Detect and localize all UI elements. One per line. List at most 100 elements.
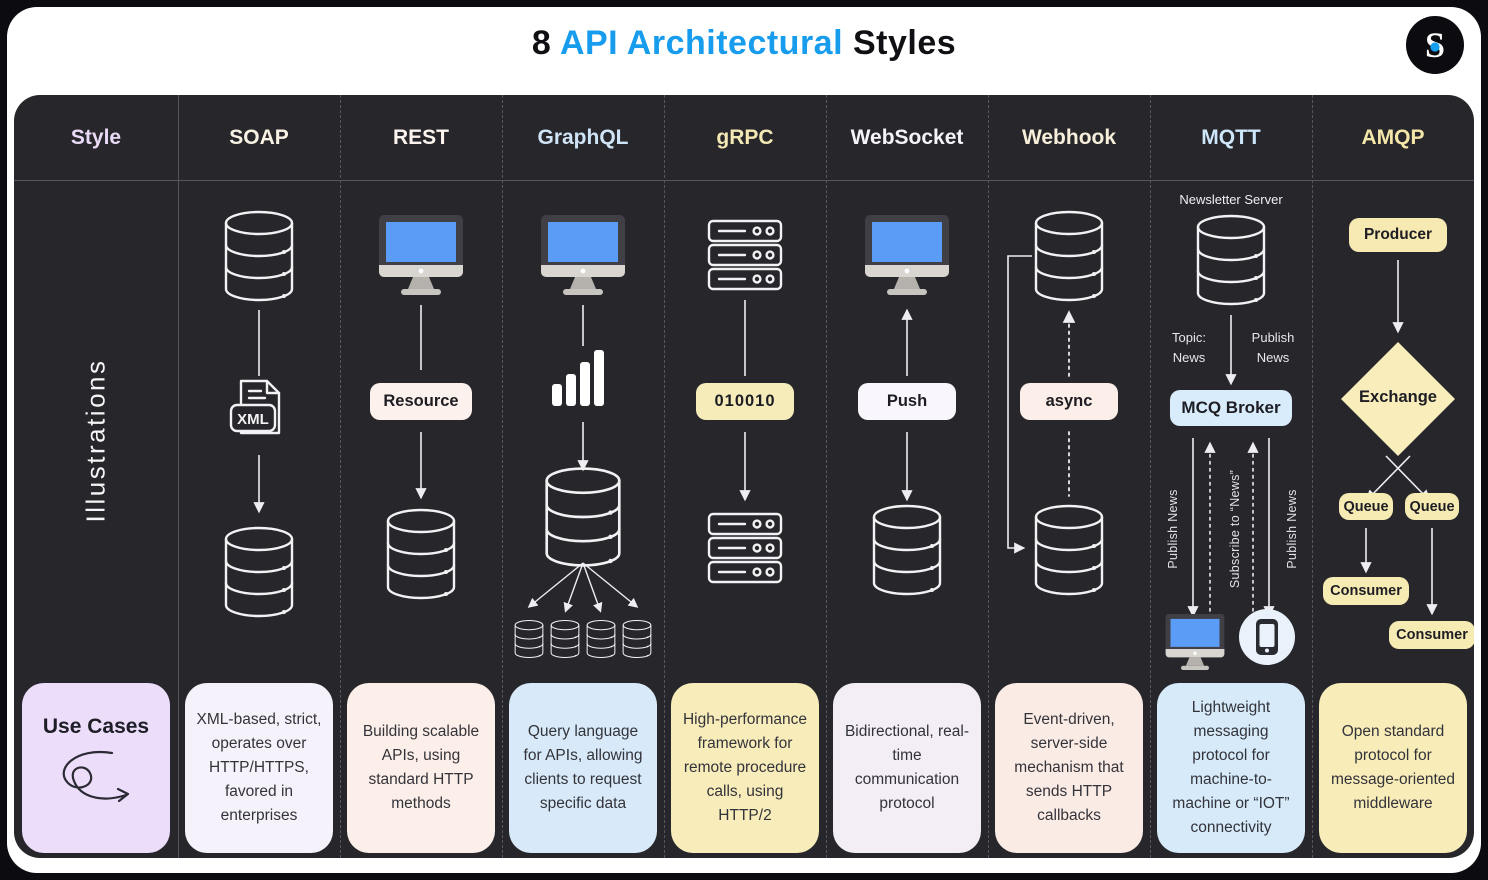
queue-right-pill: Queue (1405, 493, 1459, 520)
amqp-illustration: Producer Exchange Queue Queue Consumer C… (1312, 180, 1474, 683)
websocket-use-case-text: Bidirectional, real-time communication p… (844, 722, 970, 813)
graphql-use-case-card: Query language for APIs, allowing client… (509, 683, 657, 853)
illustrations-row-label: Illustrations (80, 358, 111, 522)
bar-chart-icon (552, 350, 604, 406)
phone-icon (1239, 609, 1295, 665)
divider-6 (1150, 95, 1151, 858)
subscribe-news-label: Subscribe to “News” (1228, 469, 1242, 589)
amqp-use-case-card: Open standard protocol for message-orien… (1319, 683, 1467, 853)
divider-7 (1312, 95, 1313, 858)
mqtt-use-case-text: Lightweight messaging protocol for machi… (1172, 698, 1290, 837)
header-soap: SOAP (229, 125, 289, 149)
publish-news-right-label: Publish News (1285, 489, 1299, 569)
mcq-broker-pill: MCQ Broker (1170, 390, 1292, 426)
header-rest: REST (392, 125, 449, 149)
brand-logo-icon: S (1406, 16, 1464, 74)
soap-illustration: XML (178, 180, 340, 683)
websocket-illustration: Push (826, 180, 988, 683)
topic-line1: Topic: (1172, 330, 1206, 345)
grpc-illustration: 010010 (664, 180, 826, 683)
database-icon (545, 467, 621, 567)
divider-style (178, 95, 179, 858)
monitor-icon (541, 215, 625, 295)
database-icon (224, 526, 294, 618)
database-icon (1196, 214, 1266, 306)
use-cases-label-card: Use Cases (22, 683, 170, 853)
amqp-diagram (1341, 260, 1455, 616)
monitor-icon (1165, 614, 1225, 670)
consumer-right-pill: Consumer (1389, 621, 1474, 649)
squiggle-arrow-icon (62, 750, 130, 803)
monitor-icon (379, 215, 463, 295)
server-icon (707, 512, 783, 584)
database-icon-small (586, 620, 616, 658)
topic-line2: News (1172, 349, 1206, 365)
webhook-illustration: async (988, 180, 1150, 683)
grpc-diagram (707, 219, 783, 584)
push-pill: Push (858, 383, 956, 420)
header-mqtt: MQTT (1201, 125, 1261, 149)
divider-5 (988, 95, 989, 858)
soap-use-case-text: XML-based, strict, operates over HTTP/HT… (196, 710, 322, 825)
webhook-use-case-text: Event-driven, server-side mechanism that… (1014, 710, 1124, 825)
consumer-left-pill: Consumer (1323, 577, 1409, 605)
amqp-use-case-text: Open standard protocol for message-orien… (1330, 722, 1456, 813)
rest-diagram (379, 215, 463, 600)
soap-use-case-card: XML-based, strict, operates over HTTP/HT… (185, 683, 333, 853)
header-websocket: WebSocket (850, 125, 964, 149)
styles-table: Style SOAP REST GraphQL gRPC WebSocket W… (14, 95, 1474, 858)
divider-1 (340, 95, 341, 858)
websocket-use-case-card: Bidirectional, real-time communication p… (833, 683, 981, 853)
webhook-diagram (1007, 210, 1104, 596)
exchange-label: Exchange (1359, 388, 1437, 406)
webhook-use-case-card: Event-driven, server-side mechanism that… (995, 683, 1143, 853)
header-amqp: AMQP (1361, 125, 1425, 149)
resource-pill: Resource (370, 383, 472, 420)
graphql-illustration (502, 180, 664, 683)
server-icon (707, 219, 783, 291)
database-icon-small (514, 620, 544, 658)
database-icon-small (622, 620, 652, 658)
header-style: Style (70, 125, 122, 149)
use-cases-label: Use Cases (42, 715, 150, 738)
database-icon (872, 504, 942, 596)
header-webhook: Webhook (1021, 125, 1117, 149)
publish-label: Publish News (1244, 328, 1302, 367)
header-graphql: GraphQL (537, 125, 629, 149)
publish-news-left-label: Publish News (1166, 489, 1180, 569)
mqtt-use-case-card: Lightweight messaging protocol for machi… (1157, 683, 1305, 853)
title-suffix: Styles (843, 24, 957, 62)
divider-2 (502, 95, 503, 858)
database-icon (1034, 210, 1104, 302)
divider-3 (664, 95, 665, 858)
header-grpc: gRPC (716, 125, 774, 149)
exchange-diamond (1341, 342, 1455, 456)
newsletter-server-label: Newsletter Server (1179, 192, 1283, 207)
illustrations-row-label-wrap: Illustrations (14, 275, 178, 605)
title-highlight: API Architectural (559, 24, 844, 62)
database-icon (224, 210, 294, 302)
publish-line2: News (1256, 349, 1290, 365)
publish-line1: Publish (1251, 330, 1295, 345)
monitor-icon (865, 215, 949, 295)
mqtt-diagram (1165, 214, 1295, 670)
header-underline (14, 180, 1474, 181)
xml-file-icon: XML (229, 379, 281, 435)
binary-pill: 010010 (696, 383, 794, 420)
grpc-use-case-card: High-performance framework for remote pr… (671, 683, 819, 853)
grpc-use-case-text: High-performance framework for remote pr… (682, 710, 808, 825)
database-icon (386, 508, 456, 600)
graphql-diagram (514, 215, 652, 658)
database-icon-small (550, 620, 580, 658)
queue-left-pill: Queue (1339, 493, 1393, 520)
soap-diagram: XML (224, 210, 294, 618)
async-pill: async (1020, 383, 1118, 420)
topic-label: Topic: News (1160, 328, 1218, 367)
page-title: 8 API Architectural Styles (0, 24, 1488, 63)
divider-4 (826, 95, 827, 858)
database-icon (1034, 504, 1104, 596)
mqtt-illustration: Newsletter Server Topic: News Publish Ne… (1150, 180, 1312, 683)
rest-use-case-text: Building scalable APIs, using standard H… (362, 722, 480, 813)
title-prefix: 8 (531, 24, 560, 62)
rest-use-case-card: Building scalable APIs, using standard H… (347, 683, 495, 853)
